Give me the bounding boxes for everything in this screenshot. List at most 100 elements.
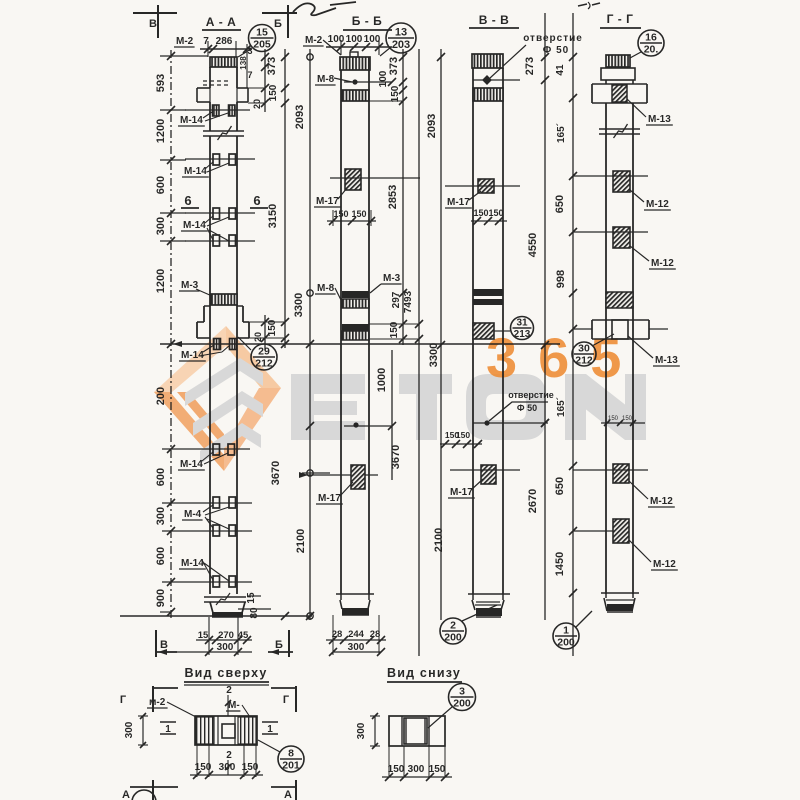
svg-text:150: 150 bbox=[473, 208, 488, 218]
svg-text:М-12: М-12 bbox=[650, 496, 673, 507]
svg-text:28: 28 bbox=[332, 629, 343, 640]
svg-text:150: 150 bbox=[429, 764, 446, 775]
svg-text:2: 2 bbox=[450, 620, 456, 632]
svg-text:М-14: М-14 bbox=[183, 220, 206, 231]
svg-text:1450: 1450 bbox=[554, 552, 566, 576]
svg-text:150: 150 bbox=[488, 208, 503, 218]
svg-text:М-3: М-3 bbox=[181, 280, 199, 291]
svg-text:3: 3 bbox=[459, 686, 465, 698]
svg-text:200: 200 bbox=[155, 387, 167, 405]
svg-text:2100: 2100 bbox=[433, 528, 445, 552]
svg-text:3300: 3300 bbox=[293, 293, 305, 317]
svg-text:М-12: М-12 bbox=[651, 258, 674, 269]
svg-text:М-8: М-8 bbox=[317, 283, 335, 294]
svg-text:150: 150 bbox=[608, 416, 619, 422]
svg-text:М-14: М-14 bbox=[180, 115, 203, 126]
svg-text:М-12: М-12 bbox=[646, 199, 669, 210]
svg-text:7493: 7493 bbox=[403, 290, 414, 313]
svg-text:Вид сверху: Вид сверху bbox=[184, 666, 267, 680]
svg-text:Г: Г bbox=[120, 694, 127, 706]
svg-text:Г: Г bbox=[283, 694, 290, 706]
svg-text:М-17: М-17 bbox=[318, 493, 341, 504]
svg-text:900: 900 bbox=[155, 589, 167, 607]
svg-text:201: 201 bbox=[282, 760, 300, 772]
svg-text:М-: М- bbox=[228, 700, 240, 711]
svg-text:150: 150 bbox=[456, 430, 470, 440]
svg-text:1: 1 bbox=[267, 724, 273, 735]
svg-text:3670: 3670 bbox=[270, 461, 282, 485]
svg-text:М-2: М-2 bbox=[305, 35, 323, 46]
svg-text:212: 212 bbox=[575, 355, 593, 367]
svg-text:600: 600 bbox=[155, 468, 167, 486]
svg-text:М-17: М-17 bbox=[450, 487, 473, 498]
svg-text:213: 213 bbox=[514, 329, 531, 340]
svg-text:В - В: В - В bbox=[479, 13, 510, 27]
svg-text:8: 8 bbox=[288, 748, 294, 760]
svg-text:600: 600 bbox=[155, 176, 167, 194]
svg-text:29: 29 bbox=[258, 346, 270, 358]
svg-text:М-14: М-14 bbox=[181, 350, 204, 361]
svg-text:150: 150 bbox=[389, 321, 400, 338]
svg-text:650: 650 bbox=[554, 195, 566, 213]
svg-text:Б - Б: Б - Б bbox=[352, 14, 382, 28]
svg-text:31: 31 bbox=[516, 318, 528, 329]
svg-text:593: 593 bbox=[155, 74, 167, 92]
svg-text:1200: 1200 bbox=[155, 269, 167, 293]
svg-text:М-13: М-13 bbox=[648, 114, 671, 125]
svg-text:203: 203 bbox=[392, 39, 410, 51]
svg-text:1000: 1000 bbox=[376, 368, 388, 392]
svg-text:3300: 3300 bbox=[428, 343, 440, 367]
svg-text:3150: 3150 bbox=[267, 204, 279, 228]
svg-text:3670: 3670 bbox=[390, 445, 402, 469]
svg-text:373: 373 bbox=[266, 57, 278, 75]
svg-text:А: А bbox=[284, 789, 292, 800]
svg-text:М-17: М-17 bbox=[447, 197, 470, 208]
svg-text:100: 100 bbox=[328, 34, 345, 45]
svg-text:600: 600 bbox=[155, 547, 167, 565]
svg-text:100: 100 bbox=[378, 70, 389, 87]
svg-text:165´: 165´ bbox=[556, 397, 567, 417]
svg-text:М-2: М-2 bbox=[176, 36, 194, 47]
svg-text:244: 244 bbox=[348, 629, 365, 640]
svg-text:300: 300 bbox=[155, 217, 167, 235]
svg-text:300: 300 bbox=[155, 507, 167, 525]
svg-text:15: 15 bbox=[256, 27, 268, 39]
svg-text:Б: Б bbox=[275, 639, 283, 651]
svg-text:205: 205 bbox=[253, 39, 271, 51]
svg-text:А: А bbox=[122, 789, 130, 800]
svg-text:20.: 20. bbox=[644, 44, 659, 56]
svg-text:2: 2 bbox=[226, 685, 232, 696]
svg-text:150: 150 bbox=[333, 209, 348, 219]
svg-text:300: 300 bbox=[356, 722, 367, 739]
svg-text:В: В bbox=[160, 639, 168, 651]
svg-text:отверстие: отверстие bbox=[523, 33, 583, 44]
svg-text:1: 1 bbox=[563, 625, 569, 637]
svg-text:286: 286 bbox=[216, 36, 233, 47]
svg-text:А - А: А - А bbox=[206, 15, 237, 29]
svg-text:4550: 4550 bbox=[527, 233, 539, 257]
svg-text:отверстие: отверстие bbox=[508, 390, 554, 400]
svg-text:150: 150 bbox=[268, 84, 279, 101]
svg-text:15: 15 bbox=[246, 592, 257, 604]
svg-text:16: 16 bbox=[645, 32, 657, 44]
svg-text:150: 150 bbox=[388, 764, 405, 775]
svg-text:Г - Г: Г - Г bbox=[607, 12, 634, 26]
svg-text:273: 273 bbox=[524, 57, 536, 75]
svg-text:100: 100 bbox=[364, 34, 381, 45]
svg-text:150: 150 bbox=[351, 209, 366, 219]
svg-text:М-4: М-4 bbox=[184, 509, 202, 520]
svg-text:20: 20 bbox=[252, 99, 262, 109]
svg-text:Ф 50: Ф 50 bbox=[543, 45, 569, 56]
svg-text:45: 45 bbox=[238, 630, 249, 641]
svg-text:150: 150 bbox=[445, 430, 459, 440]
svg-text:28: 28 bbox=[370, 629, 381, 640]
svg-text:2853: 2853 bbox=[387, 185, 399, 209]
svg-text:2: 2 bbox=[226, 750, 232, 761]
svg-text:100: 100 bbox=[346, 34, 363, 45]
svg-text:150: 150 bbox=[195, 762, 212, 773]
svg-text:М-14: М-14 bbox=[180, 459, 203, 470]
svg-text:М-13: М-13 bbox=[655, 355, 678, 366]
svg-text:Ф 50: Ф 50 bbox=[517, 403, 537, 413]
svg-text:41: 41 bbox=[555, 64, 566, 76]
svg-text:2100: 2100 bbox=[295, 529, 307, 553]
